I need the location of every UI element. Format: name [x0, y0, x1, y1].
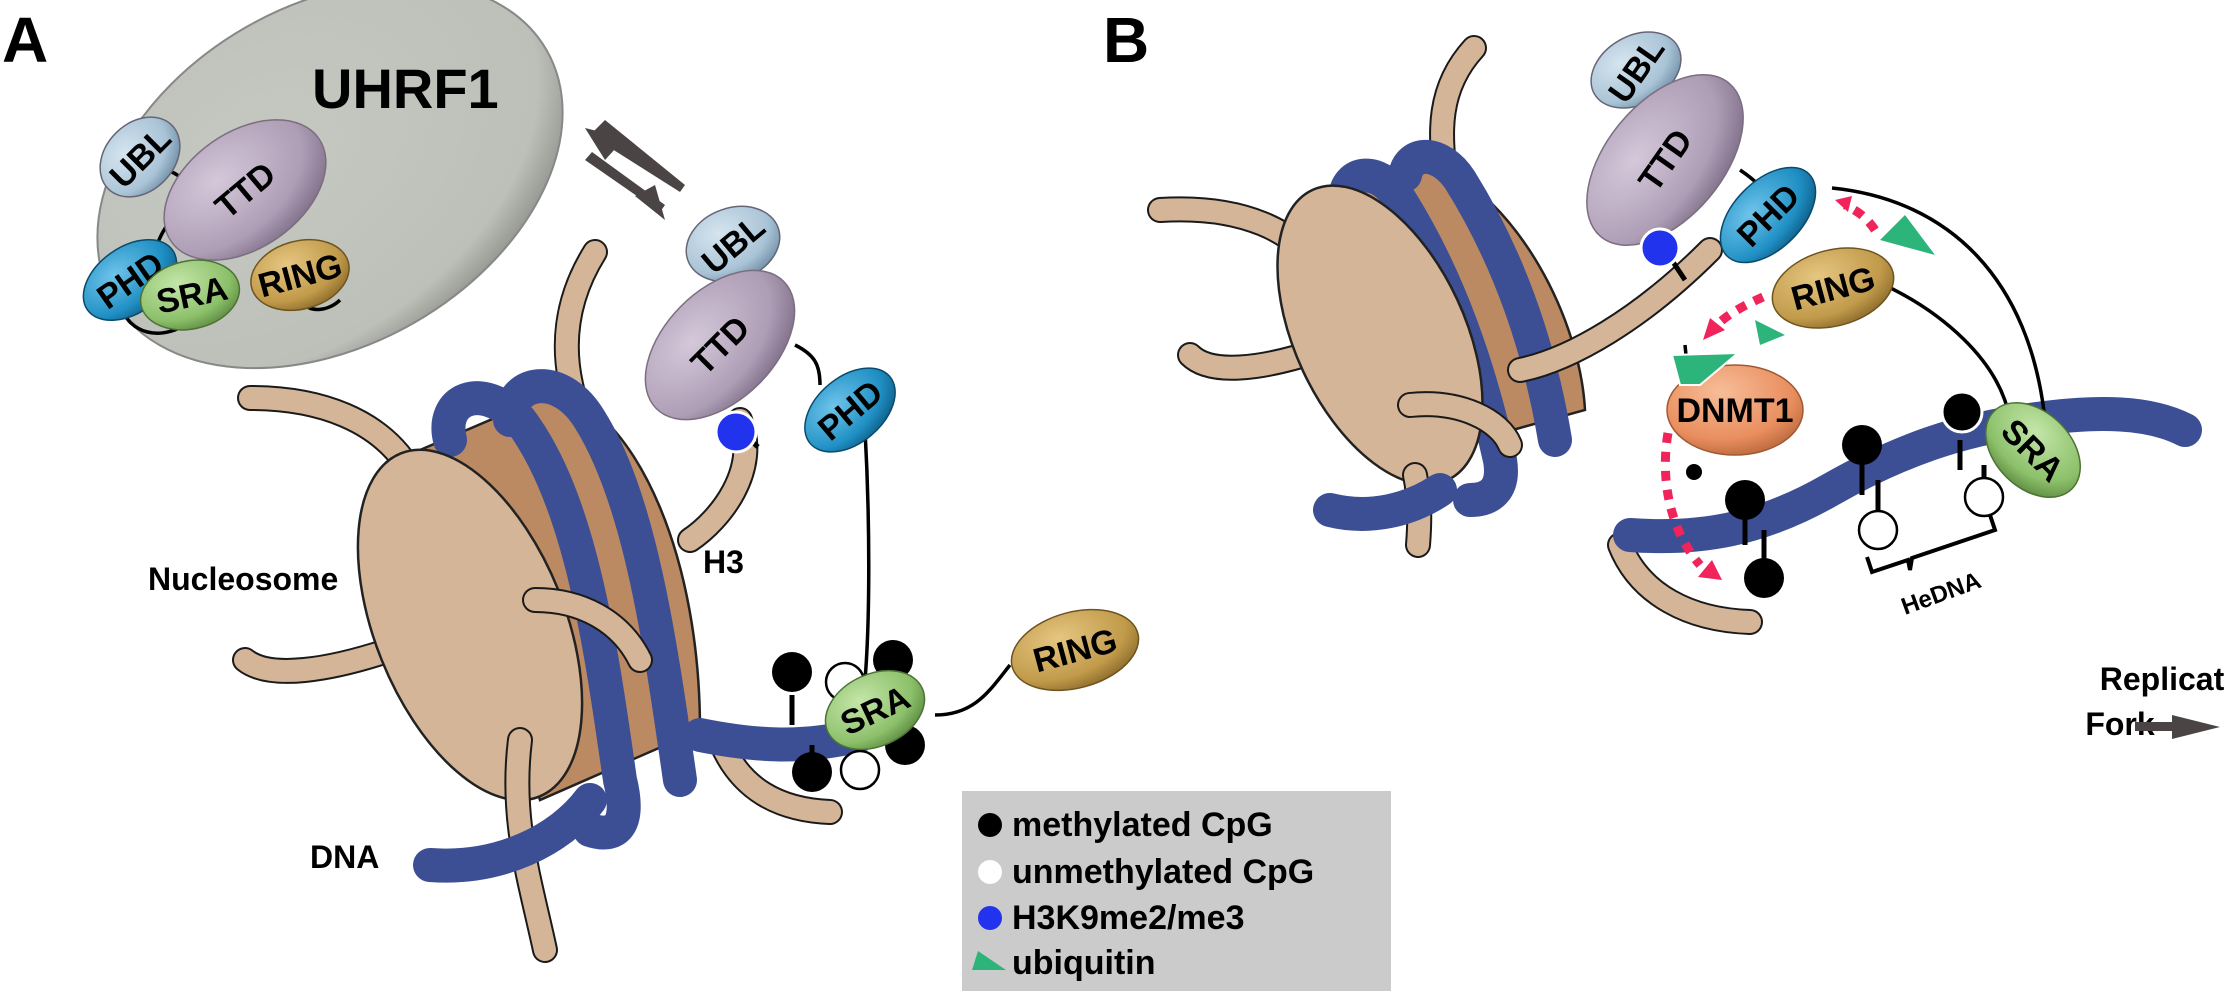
arrowhead-icon	[1835, 196, 1852, 212]
arrowhead-icon	[1703, 318, 1725, 340]
ubiquitin-icon	[1755, 320, 1785, 345]
unmethylated-cpg	[839, 749, 881, 791]
arrow-right-icon	[2135, 715, 2220, 739]
panel-a-letter: A	[2, 4, 48, 76]
nucleosome-label: Nucleosome	[148, 561, 338, 597]
domain-ttd: TTD	[1586, 74, 1744, 246]
h3k9me-mark	[714, 410, 758, 454]
domain-ring: RING	[250, 238, 350, 312]
linker	[934, 663, 1012, 717]
replication-label: Replication	[2100, 661, 2224, 697]
ubiquitin-icon	[1880, 215, 1935, 255]
dna-wrap	[493, 369, 697, 797]
linker	[1831, 186, 2047, 421]
methylated-cpg	[1842, 425, 1882, 465]
nucleosome-a	[232, 239, 877, 963]
methylated-cpg	[792, 752, 832, 792]
legend-label: H3K9me2/me3	[1012, 899, 1244, 937]
legend: methylated CpG unmethylated CpG H3K9me2/…	[962, 791, 1391, 991]
legend-item: ubiquitin	[972, 944, 1156, 982]
domain-label: DNMT1	[1676, 392, 1793, 430]
panel-a: A UHRF1 UBL TTD PHD SRA	[2, 0, 1140, 963]
dna-strand	[1313, 473, 1457, 531]
legend-item: methylated CpG	[978, 806, 1273, 844]
unmethylated-cpg	[1963, 476, 2005, 518]
methylated-cpg	[1725, 480, 1765, 520]
black-circle-icon	[978, 813, 1002, 837]
hedna-bracket	[1865, 514, 1998, 575]
methylated-cpg	[1744, 558, 1784, 598]
linker	[794, 343, 822, 386]
panel-b: B	[1103, 4, 2224, 742]
methylated-cpg	[1940, 390, 1984, 434]
nucleosome-b	[1147, 35, 2202, 635]
legend-label: methylated CpG	[1012, 806, 1273, 844]
linker	[863, 429, 871, 681]
legend-box	[962, 791, 1391, 991]
transfer-arrow	[1842, 200, 1879, 233]
ubiquitin-icon	[1670, 351, 1741, 386]
arrowhead-icon	[1698, 560, 1722, 580]
domain-ttd: TTD	[163, 119, 327, 261]
panel-b-letter: B	[1103, 4, 1149, 76]
green-triangle-icon	[972, 951, 1006, 970]
linker	[1877, 280, 2012, 421]
hedna-label: HeDNA	[1898, 567, 1985, 621]
dna-wrap	[431, 381, 641, 850]
methylated-cpg	[873, 640, 913, 680]
dna-strand	[413, 783, 607, 883]
transfer-arrow	[1708, 292, 1765, 334]
uhrf1-title: UHRF1	[312, 57, 499, 120]
legend-item: H3K9me2/me3	[978, 899, 1244, 937]
methylated-cpg	[772, 652, 812, 692]
equilibrium-arrows-icon	[585, 120, 685, 220]
domain-sra: SRA	[824, 669, 926, 751]
legend-label: ubiquitin	[1012, 944, 1156, 982]
h3k9me-mark	[1639, 227, 1681, 269]
domain-sra: SRA	[139, 259, 241, 331]
unmethylated-cpg	[1857, 509, 1899, 551]
domain-dnmt1: DNMT1	[1666, 364, 1804, 456]
h3-label: H3	[703, 544, 744, 580]
domain-sra: SRA	[1984, 401, 2082, 499]
domain-ring: RING	[1771, 247, 1895, 329]
domain-ring: RING	[1010, 608, 1140, 692]
white-circle-icon	[978, 860, 1002, 884]
uhrf1-closed-complex: UHRF1 UBL TTD PHD SRA RI	[82, 0, 564, 370]
domain-ttd: TTD	[644, 269, 796, 421]
methyl-group-icon	[1686, 464, 1702, 480]
dna-strand	[1613, 397, 2202, 554]
domain-phd: PHD	[804, 367, 896, 453]
dna-label: DNA	[310, 839, 379, 875]
legend-label: unmethylated CpG	[1012, 853, 1314, 891]
uhrf1-bound-a: UBL TTD PHD SRA	[644, 205, 1140, 792]
blue-circle-icon	[978, 906, 1002, 930]
legend-item: unmethylated CpG	[978, 853, 1314, 891]
